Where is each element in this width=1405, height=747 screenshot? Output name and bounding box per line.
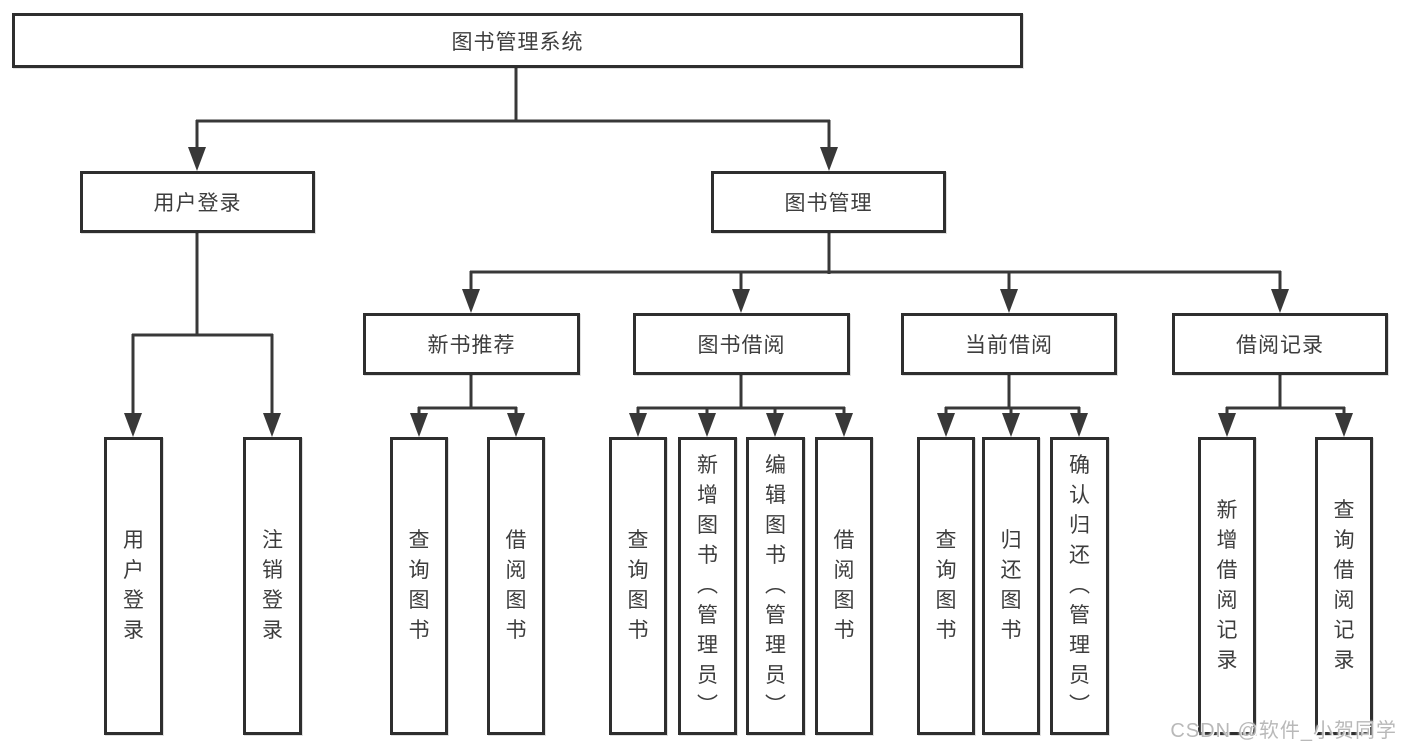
leaf-add-books-admin: 新增图书︵管理员︶ [678,437,737,735]
leaf-user-login: 用户登录 [104,437,163,735]
leaf-confirm-return-admin: 确认归还︵管理员︶ [1050,437,1109,735]
leaf-label: 借阅图书 [505,529,527,642]
csdn-watermark: CSDN @软件_小贺同学 [1170,720,1397,742]
leaf-label: 编辑图书︵管理员︶ [765,454,786,717]
node-borrow-records: 借阅记录 [1172,313,1388,375]
node-label: 用户登录 [153,192,242,215]
leaf-label: 查询图书 [935,529,957,642]
leaf-label: 归还图书 [1000,529,1022,642]
arrowhead-icons [124,147,1353,437]
leaf-label: 查询图书 [627,529,649,642]
leaf-label: 新增借阅记录 [1216,499,1238,672]
node-current-borrow: 当前借阅 [901,313,1117,375]
leaf-query-books-borrow: 查询图书 [609,437,667,735]
node-label: 图书借阅 [697,334,786,357]
leaf-borrow-books: 借阅图书 [815,437,873,735]
node-label: 当前借阅 [965,334,1053,357]
connector-lines [131,68,1346,416]
leaf-edit-books-admin: 编辑图书︵管理员︶ [746,437,805,735]
leaf-label: 用户登录 [123,529,144,642]
leaf-label: 注销登录 [262,529,283,642]
leaf-borrow-books-recommend: 借阅图书 [487,437,545,735]
leaf-return-books: 归还图书 [982,437,1040,735]
leaf-query-borrow-record: 查询借阅记录 [1315,437,1373,735]
node-system-root: 图书管理系统 [12,13,1023,68]
node-new-book-recommend: 新书推荐 [363,313,580,375]
node-label: 新书推荐 [427,334,516,357]
node-label: 图书管理 [784,192,873,215]
leaf-logout: 注销登录 [243,437,302,735]
leaf-label: 查询图书 [408,529,430,642]
leaf-query-books-current: 查询图书 [917,437,975,735]
leaf-label: 借阅图书 [833,529,855,642]
leaf-query-books-recommend: 查询图书 [390,437,448,735]
node-user-login: 用户登录 [80,171,315,233]
node-label: 图书管理系统 [451,30,584,54]
leaf-label: 新增图书︵管理员︶ [697,454,718,717]
node-label: 借阅记录 [1236,334,1324,357]
leaf-add-borrow-record: 新增借阅记录 [1198,437,1256,735]
leaf-label: 查询借阅记录 [1333,499,1355,672]
leaf-label: 确认归还︵管理员︶ [1069,454,1090,717]
node-book-management: 图书管理 [711,171,946,233]
node-book-borrow: 图书借阅 [633,313,850,375]
